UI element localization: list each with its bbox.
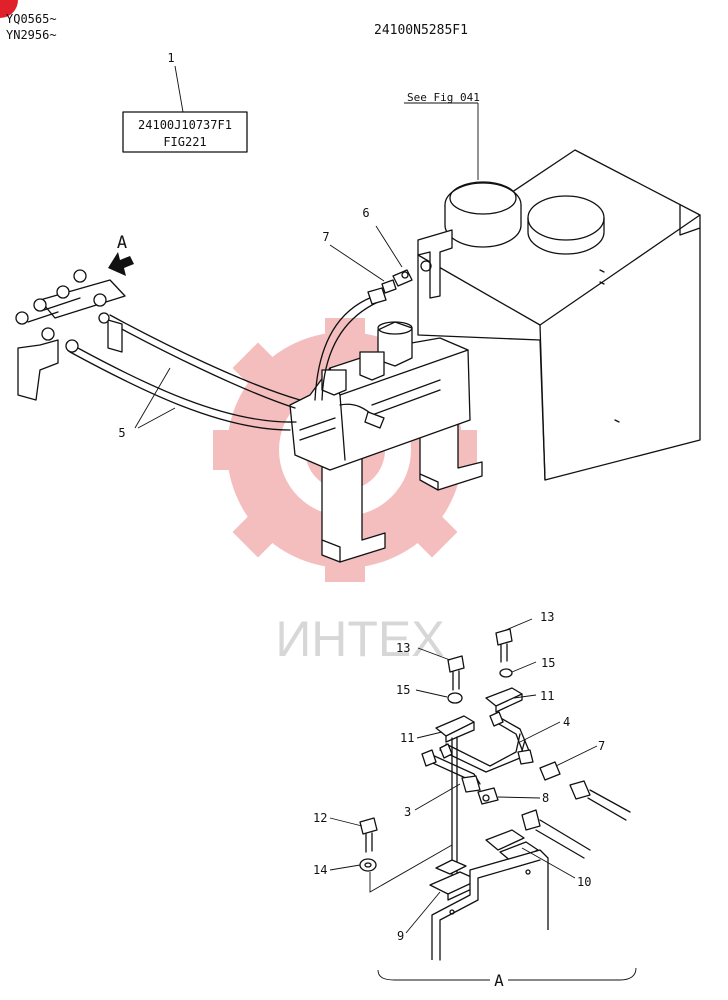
view-label-a[interactable]: A	[117, 233, 127, 253]
callout-1[interactable]: 1	[167, 51, 174, 65]
drawing-number: 24100N5285F1	[374, 23, 468, 38]
callout-11-upper[interactable]: 11	[540, 689, 554, 703]
callout-7-detail[interactable]: 7	[598, 739, 605, 753]
serial-range-1: YQ0565~	[6, 12, 57, 26]
view-arrow	[108, 252, 134, 276]
serial-range-2: YN2956~	[6, 28, 57, 42]
reference-box[interactable]: 24100J10737F1 FIG221	[122, 111, 248, 153]
control-valve-assembly	[289, 321, 483, 563]
callout-15-right[interactable]: 15	[541, 656, 555, 670]
corner-mark	[0, 0, 18, 18]
callout-8[interactable]: 8	[542, 791, 549, 805]
detail-view-a	[359, 628, 637, 981]
callout-13-left[interactable]: 13	[396, 641, 410, 655]
callout-3[interactable]: 3	[404, 805, 411, 819]
callout-6[interactable]: 6	[362, 206, 369, 220]
callout-12[interactable]: 12	[313, 811, 327, 825]
callout-13-right[interactable]: 13	[540, 610, 554, 624]
pilot-valve-bracket	[15, 269, 126, 401]
callout-11-lower[interactable]: 11	[400, 731, 414, 745]
watermark-text: ИНТЕХ	[275, 611, 444, 667]
tank-assembly	[417, 149, 701, 481]
callout-10[interactable]: 10	[577, 875, 591, 889]
callout-9[interactable]: 9	[397, 929, 404, 943]
ref-part-number: 24100J10737F1	[138, 118, 232, 132]
callout-5[interactable]: 5	[118, 426, 125, 440]
callout-15-left[interactable]: 15	[396, 683, 410, 697]
see-fig-reference[interactable]: See Fig 041	[407, 91, 480, 104]
ref-figure: FIG221	[163, 135, 206, 149]
view-label-a-bottom: A	[494, 971, 504, 990]
callout-7-top[interactable]: 7	[322, 230, 329, 244]
callout-4[interactable]: 4	[563, 715, 570, 729]
callout-14[interactable]: 14	[313, 863, 327, 877]
